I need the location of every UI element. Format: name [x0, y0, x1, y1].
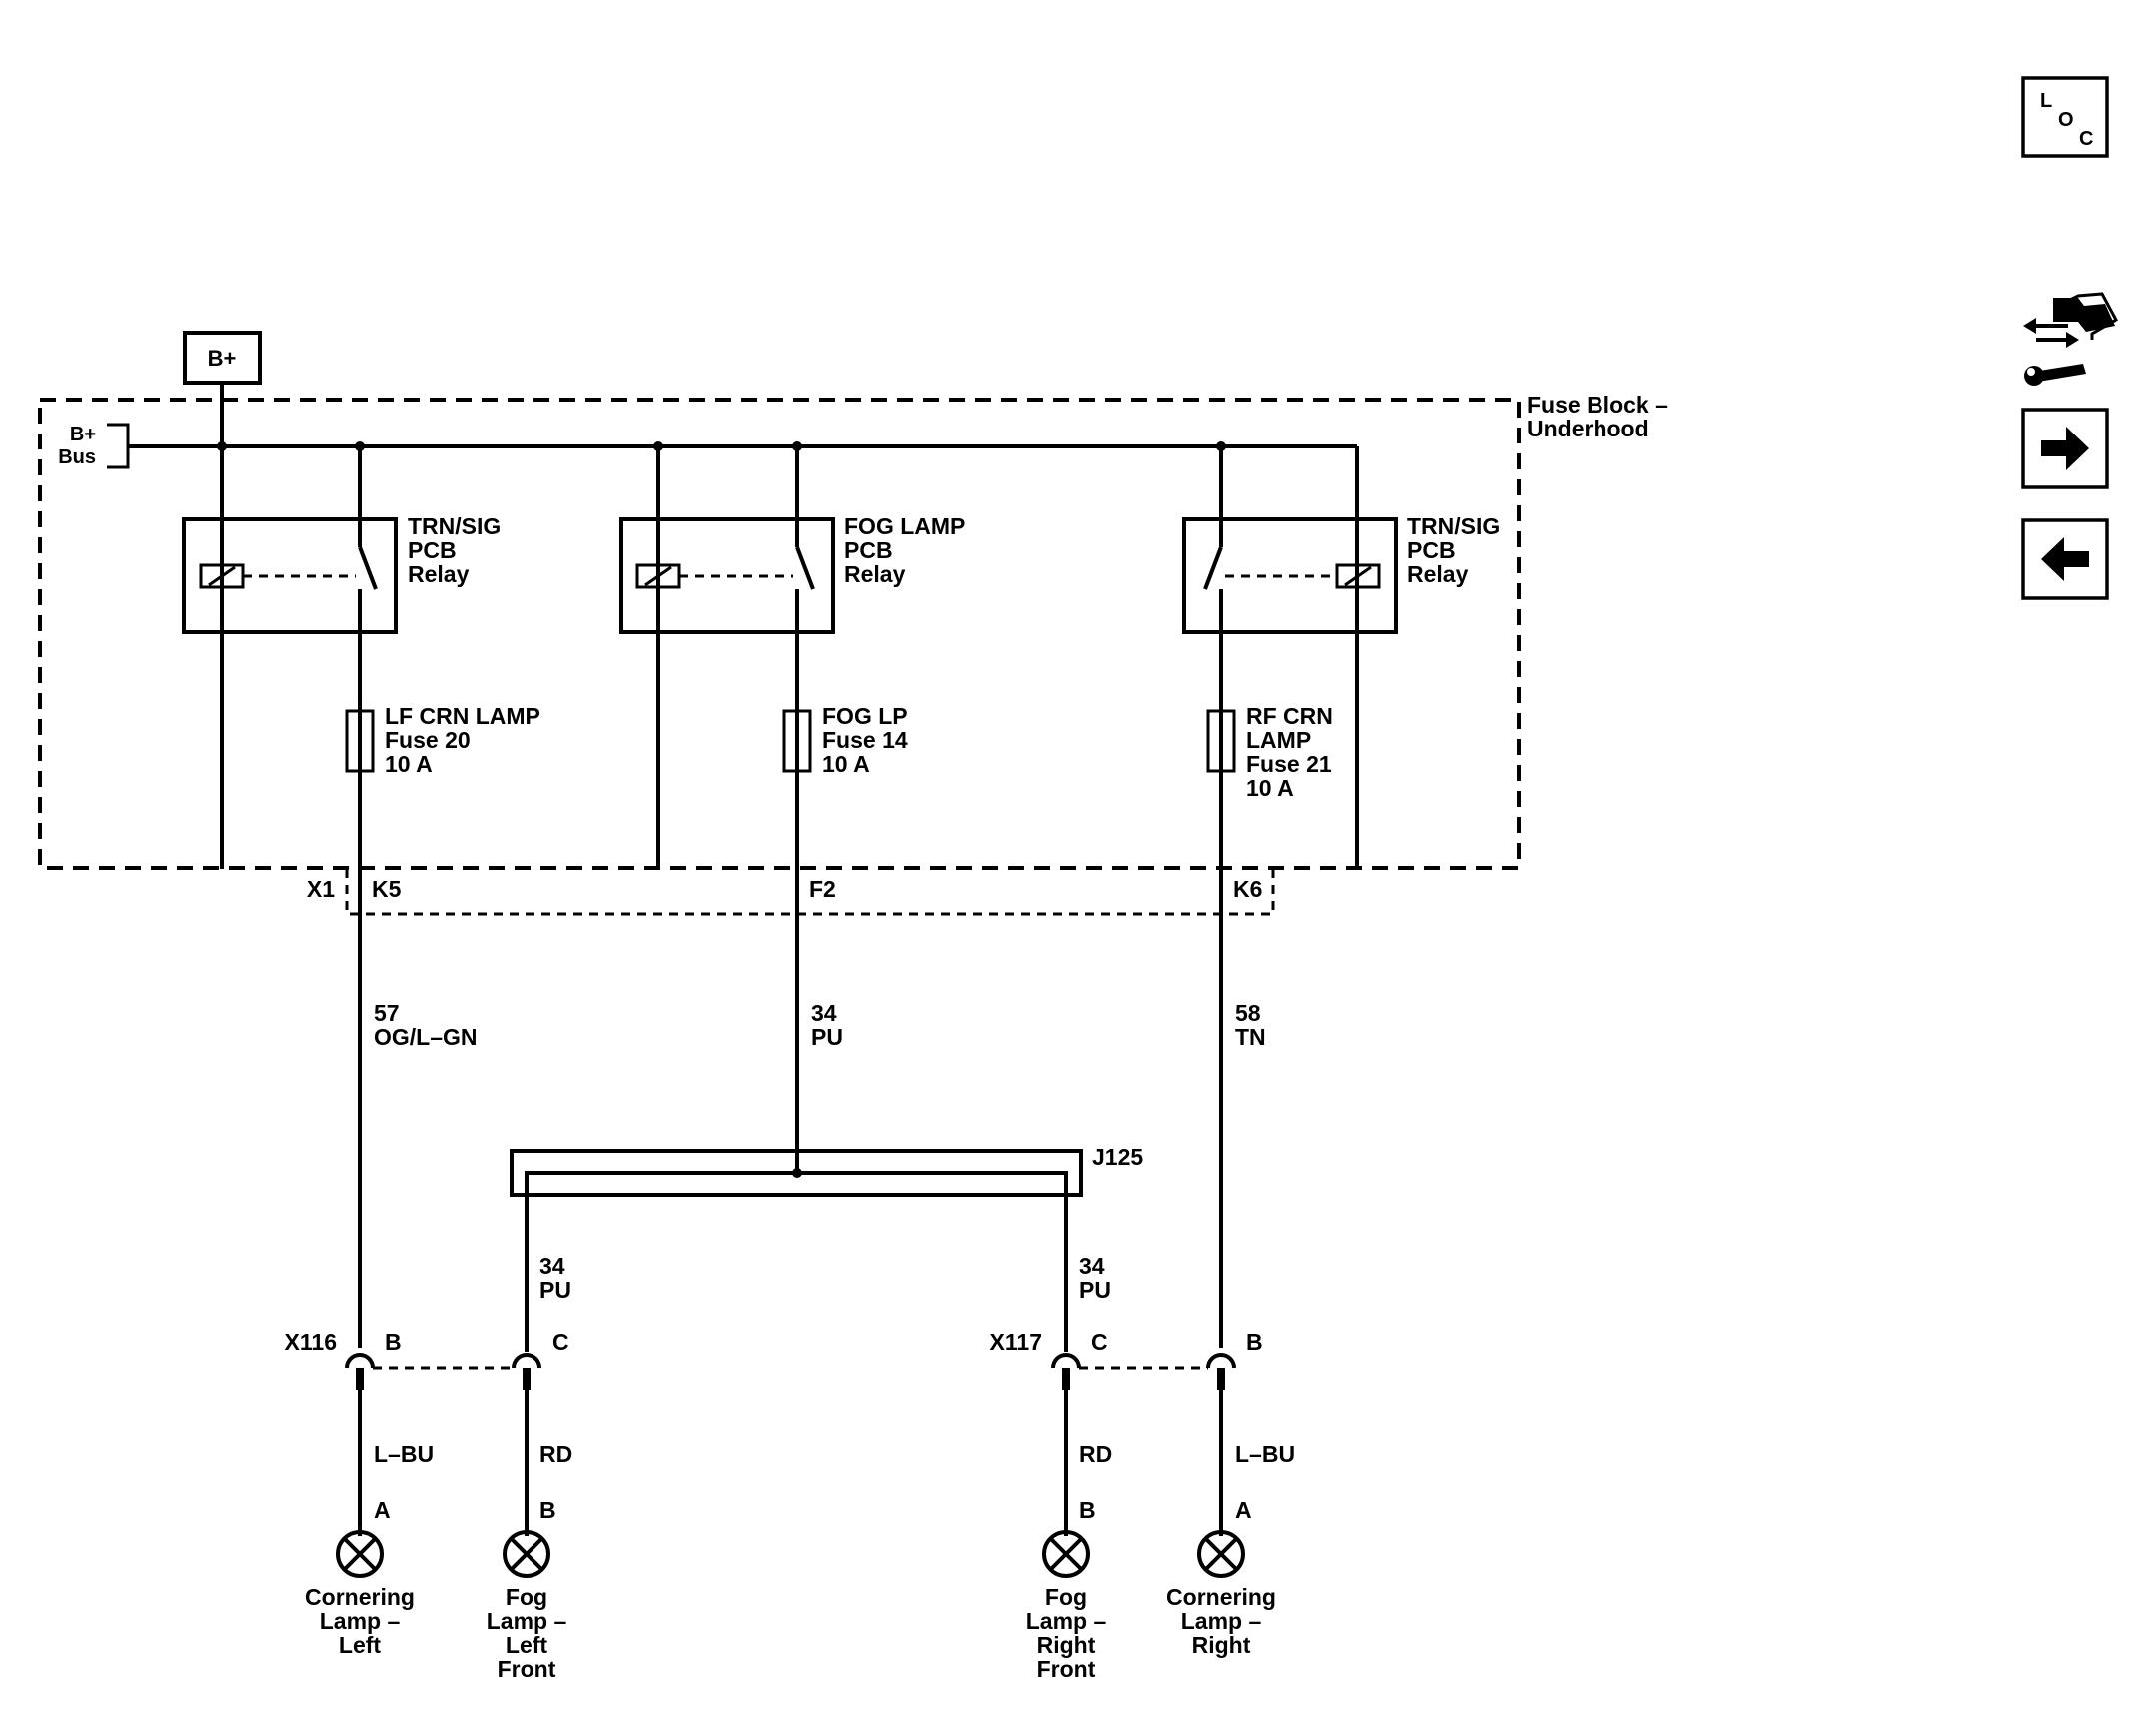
relay-2-name-1: FOG LAMP — [844, 513, 965, 539]
lamp-cornering-right: Cornering Lamp – Right — [1166, 1530, 1276, 1658]
lamp-cornering-left: Cornering Lamp – Left — [305, 1530, 415, 1658]
lamp-1-pin: A — [374, 1497, 391, 1523]
fuse-2-label-1: FOG LP — [822, 703, 908, 729]
lamp-4-pin: A — [1235, 1497, 1252, 1523]
splice-out-left-number: 34 — [539, 1253, 565, 1279]
wire-lamp-1-color: L–BU — [374, 1441, 434, 1467]
lamp-bulb-icon — [1042, 1530, 1090, 1578]
x1-pin-k5: K5 — [372, 876, 402, 902]
lamp-bulb-icon — [336, 1530, 384, 1578]
wrench-connector-icon[interactable] — [2023, 292, 2119, 386]
lamp-4-name-1: Cornering — [1166, 1584, 1276, 1610]
fuse-lf-crn-lamp: LF CRN LAMP Fuse 20 10 A — [345, 703, 540, 777]
relay-3-name-2: PCB — [1407, 537, 1456, 563]
fuse-block-label-1: Fuse Block – — [1527, 392, 1668, 418]
connector-x117: X117 C B — [990, 1329, 1263, 1390]
x117-pin-c: C — [1091, 1329, 1108, 1355]
x116-pin-b: B — [385, 1329, 402, 1355]
lamp-3-name-4: Front — [1037, 1656, 1096, 1682]
relay-trn-sig-left: TRN/SIG PCB Relay — [182, 446, 501, 869]
x117-label: X117 — [990, 1329, 1042, 1355]
loc-icon[interactable]: L O C — [2021, 76, 2109, 158]
connector-x1: X1 K5 F2 K6 — [307, 869, 1275, 916]
connector-x116: X116 B C — [285, 1329, 569, 1390]
lamp-bulb-icon — [503, 1530, 550, 1578]
lamp-2-pin: B — [539, 1497, 556, 1523]
fuse-3-label-3: Fuse 21 — [1246, 751, 1332, 777]
fuse-1-label-3: 10 A — [385, 751, 433, 777]
lamp-3-name-2: Lamp – — [1026, 1608, 1107, 1634]
circuit-57-color: OG/L–GN — [374, 1024, 478, 1050]
wire-lamp-3-color: RD — [1079, 1441, 1112, 1467]
lamp-2-name-1: Fog — [506, 1584, 547, 1610]
b-plus-label: B+ — [208, 346, 237, 371]
loc-letter-c: C — [2079, 128, 2093, 150]
circuit-34-color: PU — [811, 1024, 843, 1050]
lamp-2-name-4: Front — [498, 1656, 556, 1682]
relay-2-name-2: PCB — [844, 537, 893, 563]
circuit-34-number: 34 — [811, 1000, 837, 1026]
b-plus-source: B+ — [183, 331, 262, 385]
arrow-left-icon[interactable] — [2021, 518, 2109, 600]
splice-j125: J125 — [510, 1144, 1143, 1352]
bus-label-2: Bus — [58, 446, 96, 468]
relay-trn-sig-right: TRN/SIG PCB Relay — [1182, 446, 1500, 1173]
relay-1-name-2: PCB — [408, 537, 457, 563]
lamp-2-name-2: Lamp – — [487, 1608, 567, 1634]
x1-pin-k6: K6 — [1233, 876, 1262, 902]
splice-out-right-number: 34 — [1079, 1253, 1105, 1279]
lamp-bulb-icon — [1197, 1530, 1245, 1578]
fuse-fog-lp: FOG LP Fuse 14 10 A — [782, 703, 908, 777]
lamp-fog-right-front: Fog Lamp – Right Front — [1026, 1530, 1107, 1682]
loc-letter-l: L — [2040, 90, 2052, 112]
lamp-4-name-3: Right — [1192, 1632, 1251, 1658]
relay-3-name-3: Relay — [1407, 561, 1469, 587]
lamp-1-name-1: Cornering — [305, 1584, 415, 1610]
relay-fog-lamp: FOG LAMP PCB Relay — [619, 446, 965, 1173]
fuse-2-label-2: Fuse 14 — [822, 727, 908, 753]
lamp-3-name-3: Right — [1037, 1632, 1096, 1658]
relay-2-name-3: Relay — [844, 561, 906, 587]
circuit-58-number: 58 — [1235, 1000, 1261, 1026]
fuse-3-label-4: 10 A — [1246, 775, 1294, 801]
wire-lamp-2-color: RD — [539, 1441, 572, 1467]
lamp-4-name-2: Lamp – — [1181, 1608, 1262, 1634]
relay-1-name-1: TRN/SIG — [408, 513, 501, 539]
lamp-3-pin: B — [1079, 1497, 1096, 1523]
fuse-3-label-1: RF CRN — [1246, 703, 1333, 729]
fuse-block-outline — [38, 398, 1521, 870]
wire-lamp-4-color: L–BU — [1235, 1441, 1295, 1467]
arrow-right-icon[interactable] — [2021, 408, 2109, 489]
fuse-1-label-2: Fuse 20 — [385, 727, 471, 753]
fuse-2-label-3: 10 A — [822, 751, 870, 777]
lamp-1-name-3: Left — [339, 1632, 382, 1658]
lamp-2-name-3: Left — [506, 1632, 548, 1658]
x1-label: X1 — [307, 876, 335, 902]
splice-out-right-color: PU — [1079, 1277, 1111, 1302]
circuit-58-color: TN — [1235, 1024, 1266, 1050]
lamp-3-name-1: Fog — [1045, 1584, 1087, 1610]
fuse-rf-crn-lamp: RF CRN LAMP Fuse 21 10 A — [1206, 703, 1333, 801]
relay-1-name-3: Relay — [408, 561, 470, 587]
fuse-block-label-2: Underhood — [1527, 416, 1649, 441]
x116-label: X116 — [285, 1329, 337, 1355]
lamp-fog-left-front: Fog Lamp – Left Front — [487, 1530, 567, 1682]
splice-out-left-color: PU — [539, 1277, 571, 1302]
x117-pin-b: B — [1246, 1329, 1263, 1355]
b-plus-bus: B+ Bus — [58, 383, 1357, 869]
splice-label: J125 — [1092, 1144, 1143, 1170]
circuit-57-number: 57 — [374, 1000, 400, 1026]
fuse-1-label-1: LF CRN LAMP — [385, 703, 540, 729]
x116-pin-c: C — [552, 1329, 569, 1355]
bus-label-1: B+ — [70, 424, 96, 445]
x1-pin-f2: F2 — [809, 876, 836, 902]
fuse-3-label-2: LAMP — [1246, 727, 1311, 753]
relay-3-name-1: TRN/SIG — [1407, 513, 1500, 539]
lamp-1-name-2: Lamp – — [320, 1608, 401, 1634]
loc-letter-o: O — [2058, 109, 2074, 131]
